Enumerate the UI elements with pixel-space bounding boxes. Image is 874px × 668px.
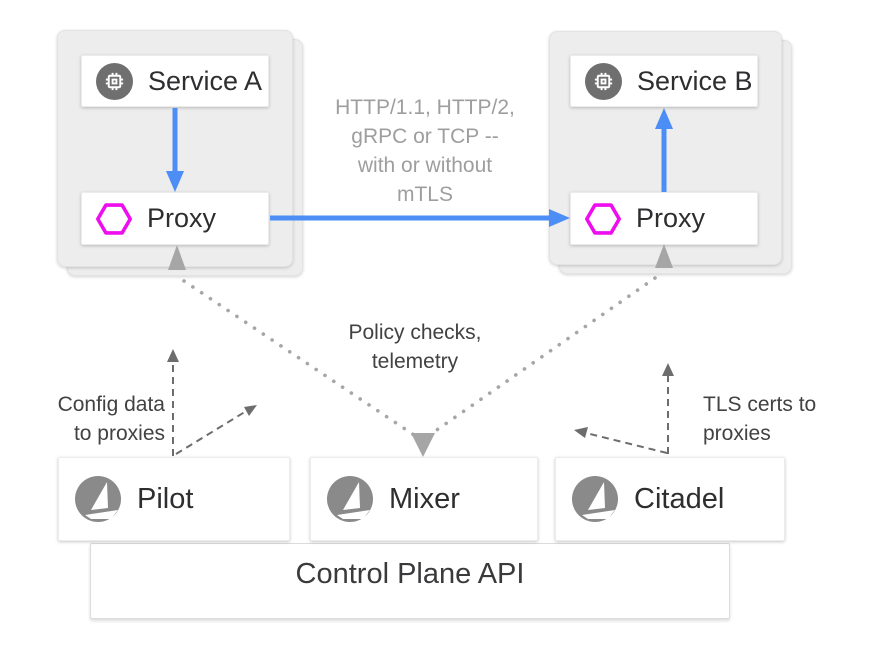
proxy-to-proxy-arrow bbox=[270, 209, 570, 227]
hexagon-icon bbox=[585, 201, 621, 237]
control-plane-api-label: Control Plane API bbox=[295, 558, 525, 590]
traffic-protocols-label: HTTP/1.1, HTTP/2, gRPC or TCP -- with or… bbox=[300, 93, 550, 209]
istio-sail-icon bbox=[327, 476, 373, 522]
mixer-label: Mixer bbox=[389, 482, 460, 515]
traffic-protocols-line: HTTP/1.1, HTTP/2, bbox=[335, 96, 515, 119]
proxy-a-box: Proxy bbox=[81, 192, 269, 245]
policy-checks-line: Policy checks, bbox=[348, 321, 482, 344]
pilot-box: Pilot bbox=[58, 457, 290, 541]
proxy-a-label: Proxy bbox=[147, 203, 217, 233]
tls-certs-line: TLS certs to bbox=[703, 393, 817, 416]
istio-sail-icon bbox=[572, 476, 618, 522]
pilot-label: Pilot bbox=[137, 482, 194, 515]
traffic-protocols-line: gRPC or TCP -- bbox=[351, 125, 499, 148]
citadel-tls-diagonal-arrow bbox=[574, 427, 668, 454]
traffic-protocols-line: mTLS bbox=[396, 183, 453, 206]
citadel-tls-up-arrow bbox=[662, 363, 674, 454]
config-data-label: Config data to proxies bbox=[35, 390, 165, 448]
tls-certs-label: TLS certs to proxies bbox=[703, 390, 853, 448]
proxy-b-label: Proxy bbox=[636, 203, 706, 233]
service-a-box: Service A bbox=[81, 55, 269, 107]
traffic-protocols-line: with or without bbox=[357, 154, 493, 177]
pilot-config-diagonal-arrow bbox=[175, 405, 257, 455]
mixer-arrowhead bbox=[411, 433, 435, 457]
proxy-b-box: Proxy bbox=[570, 192, 758, 245]
chip-icon bbox=[585, 62, 622, 100]
service-b-box: Service B bbox=[570, 55, 758, 107]
service-a-label: Service A bbox=[148, 65, 263, 96]
pilot-config-up-arrow bbox=[167, 349, 179, 456]
mixer-box: Mixer bbox=[310, 457, 538, 541]
chip-icon bbox=[96, 62, 133, 100]
tls-certs-line: proxies bbox=[703, 422, 771, 445]
citadel-label: Citadel bbox=[634, 482, 725, 515]
hexagon-icon bbox=[96, 201, 132, 237]
policy-checks-label: Policy checks, telemetry bbox=[320, 318, 510, 376]
config-data-line: Config data bbox=[57, 393, 165, 416]
config-data-line: to proxies bbox=[73, 422, 165, 445]
istio-sail-icon bbox=[75, 476, 121, 522]
policy-checks-line: telemetry bbox=[371, 350, 459, 373]
citadel-box: Citadel bbox=[555, 457, 785, 541]
control-plane-api-box: Control Plane API bbox=[90, 543, 730, 619]
service-b-label: Service B bbox=[637, 65, 753, 96]
